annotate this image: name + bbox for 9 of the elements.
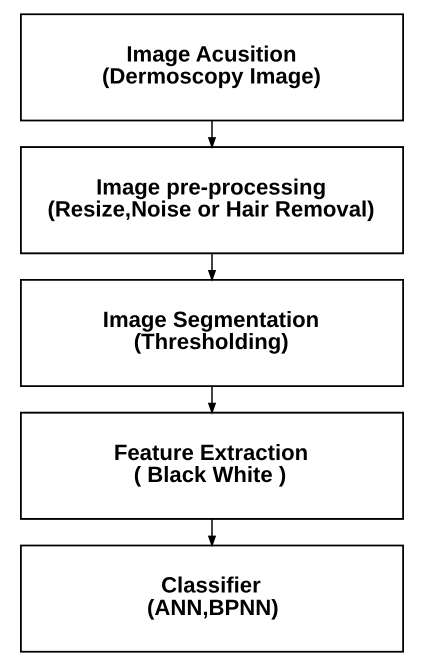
arrow <box>207 386 216 415</box>
node-box: Image Acusition (Dermoscopy Image) <box>20 13 404 122</box>
node-box: Feature Extraction ( Black White ) <box>20 412 404 520</box>
arrow <box>207 518 216 548</box>
node-box: Classifier (ANN,BPNN) <box>20 544 404 653</box>
node-box: Image Segmentation (Thresholding) <box>20 279 404 387</box>
node-box: Image pre-processing (Resize,Noise or Hair Removal) <box>20 146 404 254</box>
arrow <box>207 120 216 149</box>
arrow <box>207 253 216 282</box>
